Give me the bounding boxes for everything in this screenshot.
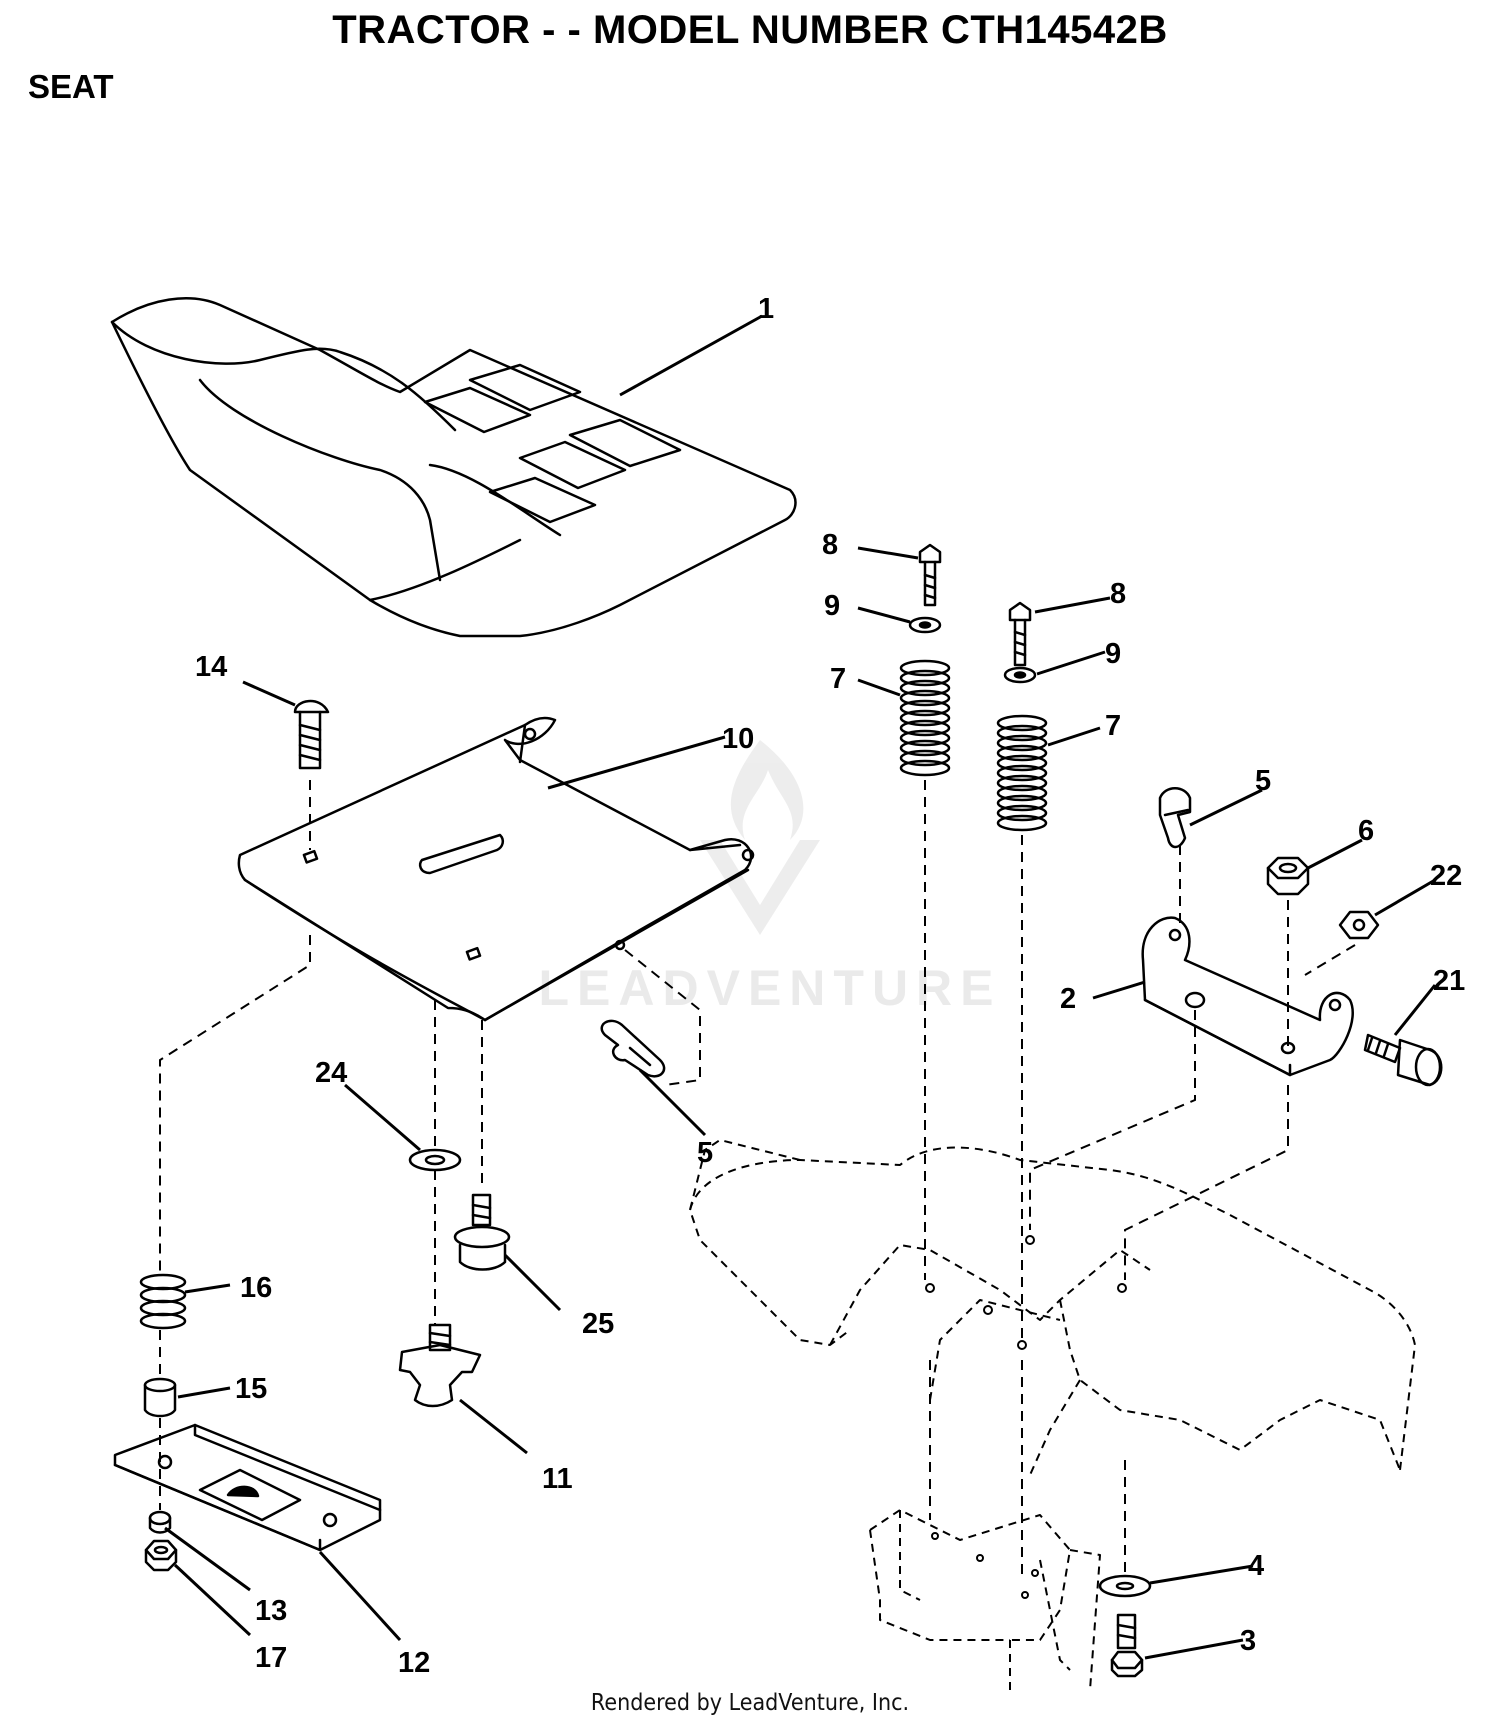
clip-part-5-left xyxy=(600,1019,666,1078)
spring-part-16 xyxy=(139,1273,187,1330)
tractor-frame-reference xyxy=(689,1139,1416,1691)
callout-7-left: 7 xyxy=(830,663,846,695)
bolt-part-3 xyxy=(1110,1613,1144,1678)
callout-4: 4 xyxy=(1248,1550,1264,1582)
callout-21: 21 xyxy=(1433,965,1465,997)
knob-part-11 xyxy=(398,1323,482,1408)
shoulder-bolt-part-25 xyxy=(453,1193,511,1271)
bolt-part-8-right xyxy=(1008,601,1032,667)
leader-lines xyxy=(164,314,1437,1660)
nut-part-22 xyxy=(1338,910,1380,940)
seat-part-1 xyxy=(110,297,797,638)
bracket-plate-part-12 xyxy=(113,1423,382,1552)
clip-part-5-right xyxy=(1158,787,1192,849)
assembly-lines xyxy=(159,780,1356,1580)
callout-10: 10 xyxy=(722,723,754,755)
watermark: LEADVENTURE xyxy=(538,740,1001,1016)
callout-9-right: 9 xyxy=(1105,638,1121,670)
callout-6: 6 xyxy=(1358,815,1374,847)
watermark-text: LEADVENTURE xyxy=(538,960,1001,1016)
washer-part-4 xyxy=(1098,1574,1152,1598)
callout-13: 13 xyxy=(255,1595,287,1627)
callout-17: 17 xyxy=(255,1642,287,1674)
carriage-bolt-part-14 xyxy=(293,699,330,770)
callout-16: 16 xyxy=(240,1272,272,1304)
washer-part-9-left xyxy=(908,616,942,634)
callout-2: 2 xyxy=(1060,983,1076,1015)
spring-part-7-left xyxy=(899,659,951,777)
callout-11: 11 xyxy=(542,1463,573,1495)
washer-part-24 xyxy=(408,1148,462,1172)
seat-pan-part-10 xyxy=(237,716,755,1022)
bolt-part-8-left xyxy=(918,543,942,607)
nut-part-13 xyxy=(148,1510,172,1534)
callout-3: 3 xyxy=(1240,1625,1256,1657)
callout-24: 24 xyxy=(315,1057,347,1089)
callout-7-right: 7 xyxy=(1105,710,1121,742)
footer-credit: Rendered by LeadVenture, Inc. xyxy=(590,1690,910,1716)
callout-8-right: 8 xyxy=(1110,578,1126,610)
section-title: SEAT xyxy=(28,68,114,105)
spring-part-7-right xyxy=(996,714,1048,832)
callout-22: 22 xyxy=(1430,860,1462,892)
bolt-part-21 xyxy=(1363,1033,1443,1087)
spacer-part-15 xyxy=(143,1377,177,1418)
lock-nut-part-6 xyxy=(1266,856,1310,896)
callout-5-right: 5 xyxy=(1255,765,1271,797)
washer-part-9-right xyxy=(1003,666,1037,684)
nut-part-17 xyxy=(144,1539,178,1572)
callout-12: 12 xyxy=(398,1647,430,1679)
callout-5-left: 5 xyxy=(697,1137,713,1169)
callout-8-left: 8 xyxy=(822,529,838,561)
callout-labels: 1 2 3 4 5 5 6 7 7 8 8 9 9 10 11 12 13 14… xyxy=(195,293,1465,1679)
bracket-part-2 xyxy=(1141,916,1354,1077)
callout-25: 25 xyxy=(582,1308,614,1340)
callout-14: 14 xyxy=(195,651,227,683)
callout-15: 15 xyxy=(235,1373,267,1405)
callout-1: 1 xyxy=(758,293,774,325)
page-title: TRACTOR - - MODEL NUMBER CTH14542B xyxy=(332,8,1168,52)
callout-9-left: 9 xyxy=(824,590,840,622)
